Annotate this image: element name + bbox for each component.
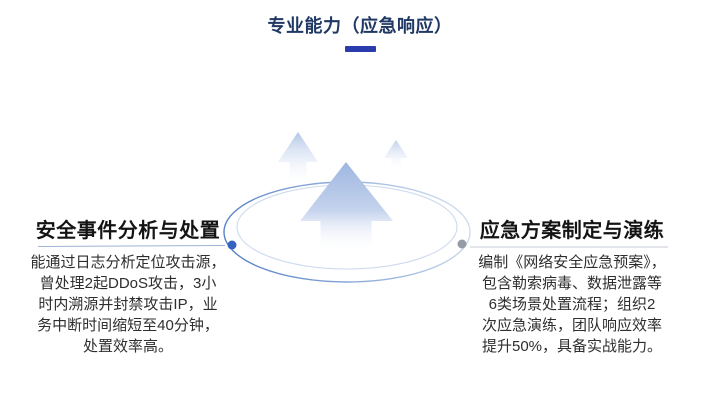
- arrow-up-large-icon: [300, 162, 393, 251]
- right-card-body: 编制《网络安全应急预案》， 包含勒索病毒、数据泄露等 6类场景处置流程；组织2 …: [478, 254, 666, 355]
- page-title: 专业能力（应急响应）: [267, 16, 453, 36]
- right-card-heading: 应急方案制定与演练: [479, 220, 665, 242]
- arrow-up-medium-icon: [278, 132, 318, 186]
- left-card-heading: 安全事件分析与处置: [35, 220, 221, 242]
- left-card: 安全事件分析与处置 能通过日志分析定位攻击源， 曾处理2起DDoS攻击，3小 时…: [24, 219, 232, 357]
- connector-dot-right: [457, 239, 467, 249]
- title-accent-bar: [344, 46, 376, 52]
- arrow-up-small-icon: [384, 140, 408, 171]
- connector-dot-left: [227, 240, 237, 250]
- left-card-body: 能通过日志分析定位攻击源， 曾处理2起DDoS攻击，3小 时内溯源并封禁攻击IP…: [30, 254, 226, 355]
- right-card: 应急方案制定与演练 编制《网络安全应急预案》， 包含勒索病毒、数据泄露等 6类场…: [455, 219, 689, 357]
- left-heading-underline: [37, 245, 226, 247]
- slide-header: 专业能力（应急响应）: [0, 16, 720, 52]
